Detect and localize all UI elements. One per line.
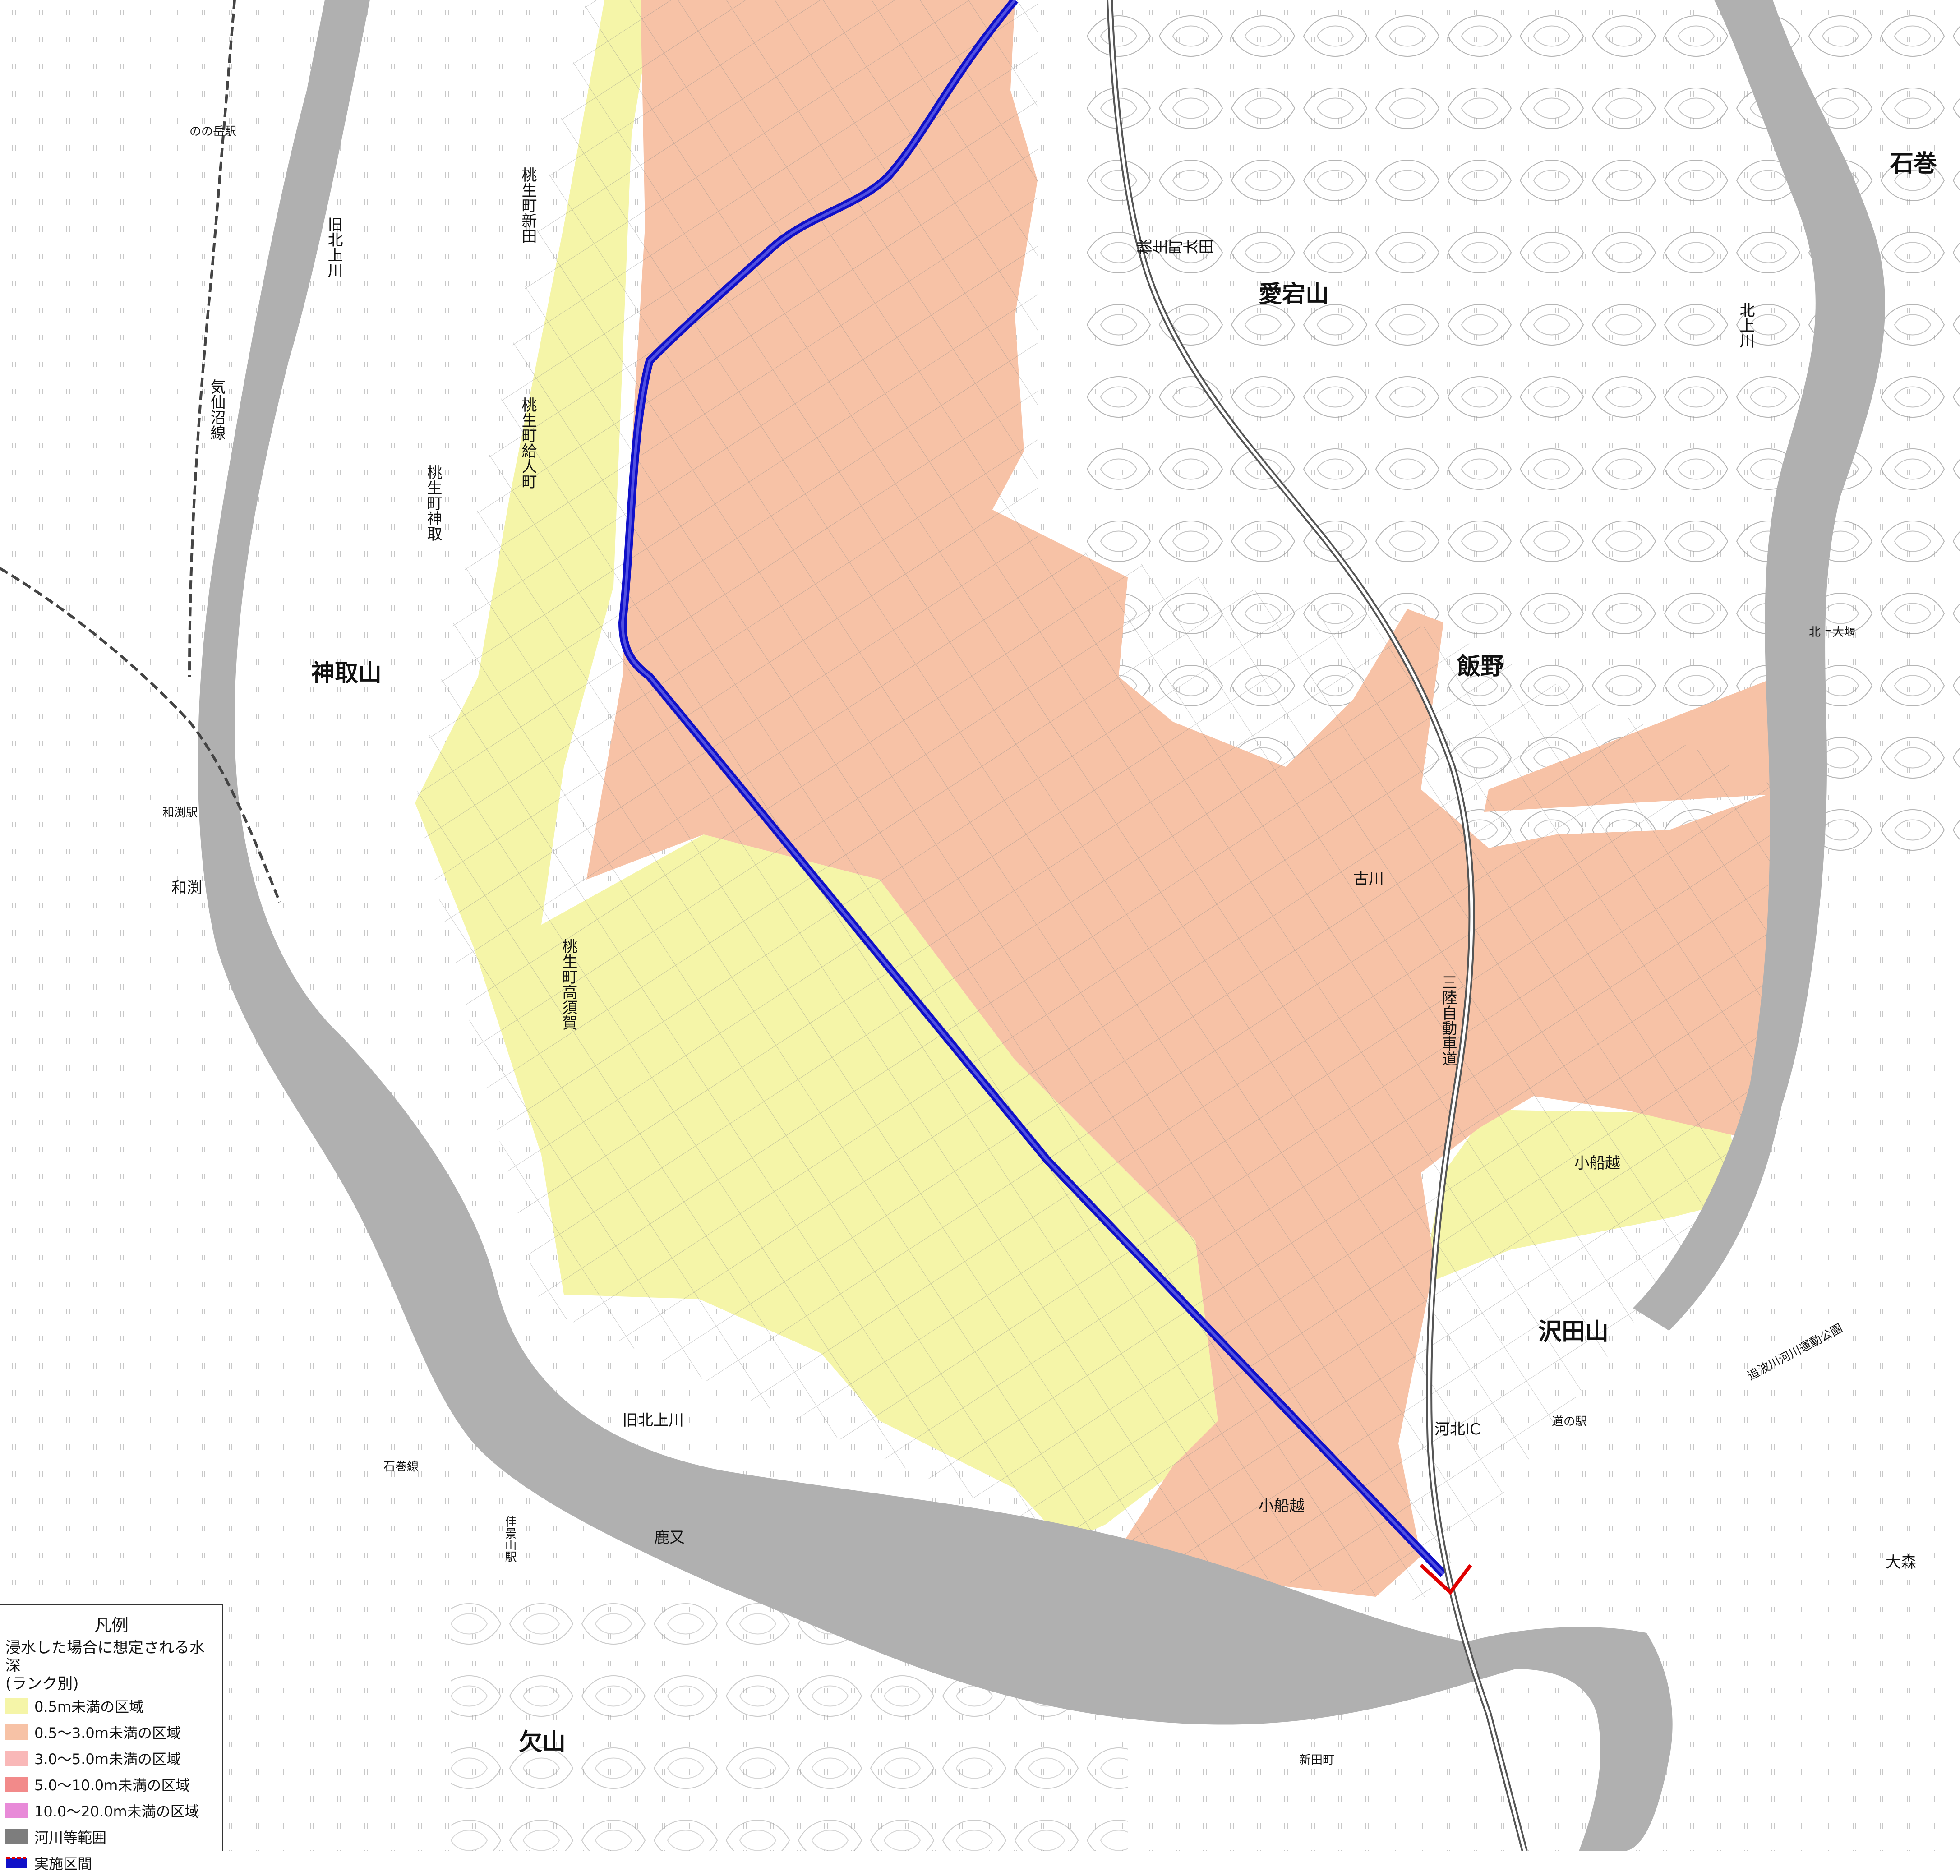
swatch-river-range xyxy=(5,1829,28,1844)
label-kitakami-dam: 北上大堰 xyxy=(1809,626,1856,639)
place-momonou-kamiba: 桃生町神取 xyxy=(424,465,442,541)
place-momonou-kyunyu: 桃生町給人町 xyxy=(519,397,537,489)
place-kamitoriyama: 神取山 xyxy=(311,660,382,687)
place-kanodo: 鹿又 xyxy=(654,1529,685,1547)
label-sakurayama-st: 佳景山駅 xyxy=(503,1516,517,1563)
legend-item-implementation-section: 実施区間 xyxy=(5,1850,217,1876)
place-momonou-ota: 桃生町太田 xyxy=(1137,239,1213,257)
railway-kesennuma xyxy=(188,0,236,677)
legend-item-under-0-5m: 0.5m未満の区域 xyxy=(5,1693,217,1719)
place-kaneyama: 欠山 xyxy=(519,1729,566,1756)
legend-item-3-to-5m: 3.0～5.0m未満の区域 xyxy=(5,1745,217,1771)
railway-ishinomaki xyxy=(0,567,281,903)
label-shinden-machi: 新田町 xyxy=(1299,1753,1334,1767)
legend-label: 河川等範囲 xyxy=(34,1829,107,1846)
place-ishinomaki: 石巻 xyxy=(1890,150,1937,177)
place-omori: 大森 xyxy=(1886,1553,1916,1572)
label-wabuchi-st: 和渕駅 xyxy=(162,806,198,820)
swatch-0-5-to-3m xyxy=(5,1724,28,1740)
legend-label: 0.5～3.0m未満の区域 xyxy=(34,1724,181,1742)
river-kyu-kitakami-west xyxy=(198,0,1516,1725)
label-kyu-kitakami-south: 旧北上川 xyxy=(623,1411,684,1429)
place-atagoyama: 愛宕山 xyxy=(1259,281,1329,308)
legend-subtitle-rank: (ランク別) xyxy=(5,1675,79,1693)
legend-label: 0.5m未満の区域 xyxy=(34,1698,144,1715)
label-furukawa: 古川 xyxy=(1353,870,1384,888)
place-sawadayama: 沢田山 xyxy=(1538,1318,1609,1346)
label-kyu-kitakami-west: 旧北上川 xyxy=(325,217,343,278)
legend-item-10-to-20m: 10.0～20.0m未満の区域 xyxy=(5,1798,217,1824)
place-wabuchi: 和渕 xyxy=(171,879,202,897)
river-kitakami-lower xyxy=(1466,1627,1673,1851)
swatch-under-0-5m xyxy=(5,1698,28,1714)
swatch-3-to-5m xyxy=(5,1751,28,1766)
legend-label: 3.0～5.0m未満の区域 xyxy=(34,1751,181,1768)
swatch-implementation-section xyxy=(5,1855,28,1871)
legend-item-river-range: 河川等範囲 xyxy=(5,1824,217,1850)
label-sanriku-expressway: 三陸自動車道 xyxy=(1439,974,1457,1066)
label-nonodake-st: のの岳駅 xyxy=(189,125,236,138)
place-kobunakoshi-s: 小船越 xyxy=(1259,1497,1305,1515)
place-kobunakoshi-e: 小船越 xyxy=(1574,1154,1620,1172)
legend-subtitle: 浸水した場合に想定される水深 xyxy=(5,1639,205,1675)
place-momonou-takasuga: 桃生町高須賀 xyxy=(559,938,577,1030)
legend-label: 10.0～20.0m未満の区域 xyxy=(34,1803,199,1820)
swatch-10-to-20m xyxy=(5,1803,28,1818)
legend: 凡例 浸水した場合に想定される水深 (ランク別) 0.5m未満の区域 0.5～3… xyxy=(0,1604,223,1872)
place-iino: 飯野 xyxy=(1457,653,1504,680)
place-momonou-shinden: 桃生町新田 xyxy=(519,167,537,244)
legend-label: 実施区間 xyxy=(34,1855,92,1872)
legend-item-5-to-10m: 5.0～10.0m未満の区域 xyxy=(5,1771,217,1798)
label-kahoku-ic: 河北IC xyxy=(1434,1420,1480,1438)
label-kesennuma-line: 気仙沼線 xyxy=(208,379,226,440)
label-kitakami: 北上川 xyxy=(1737,302,1755,348)
legend-item-0-5-to-3m: 0.5～3.0m未満の区域 xyxy=(5,1719,217,1745)
swatch-5-to-10m xyxy=(5,1777,28,1792)
legend-label: 5.0～10.0m未満の区域 xyxy=(34,1777,190,1794)
implementation-section xyxy=(1420,1564,1472,1595)
river-kitakami xyxy=(1633,0,1885,1331)
legend-title: 凡例 xyxy=(94,1615,129,1635)
label-michi-no-eki: 道の駅 xyxy=(1552,1415,1587,1429)
label-ishinomaki-line: 石巻線 xyxy=(383,1460,419,1474)
